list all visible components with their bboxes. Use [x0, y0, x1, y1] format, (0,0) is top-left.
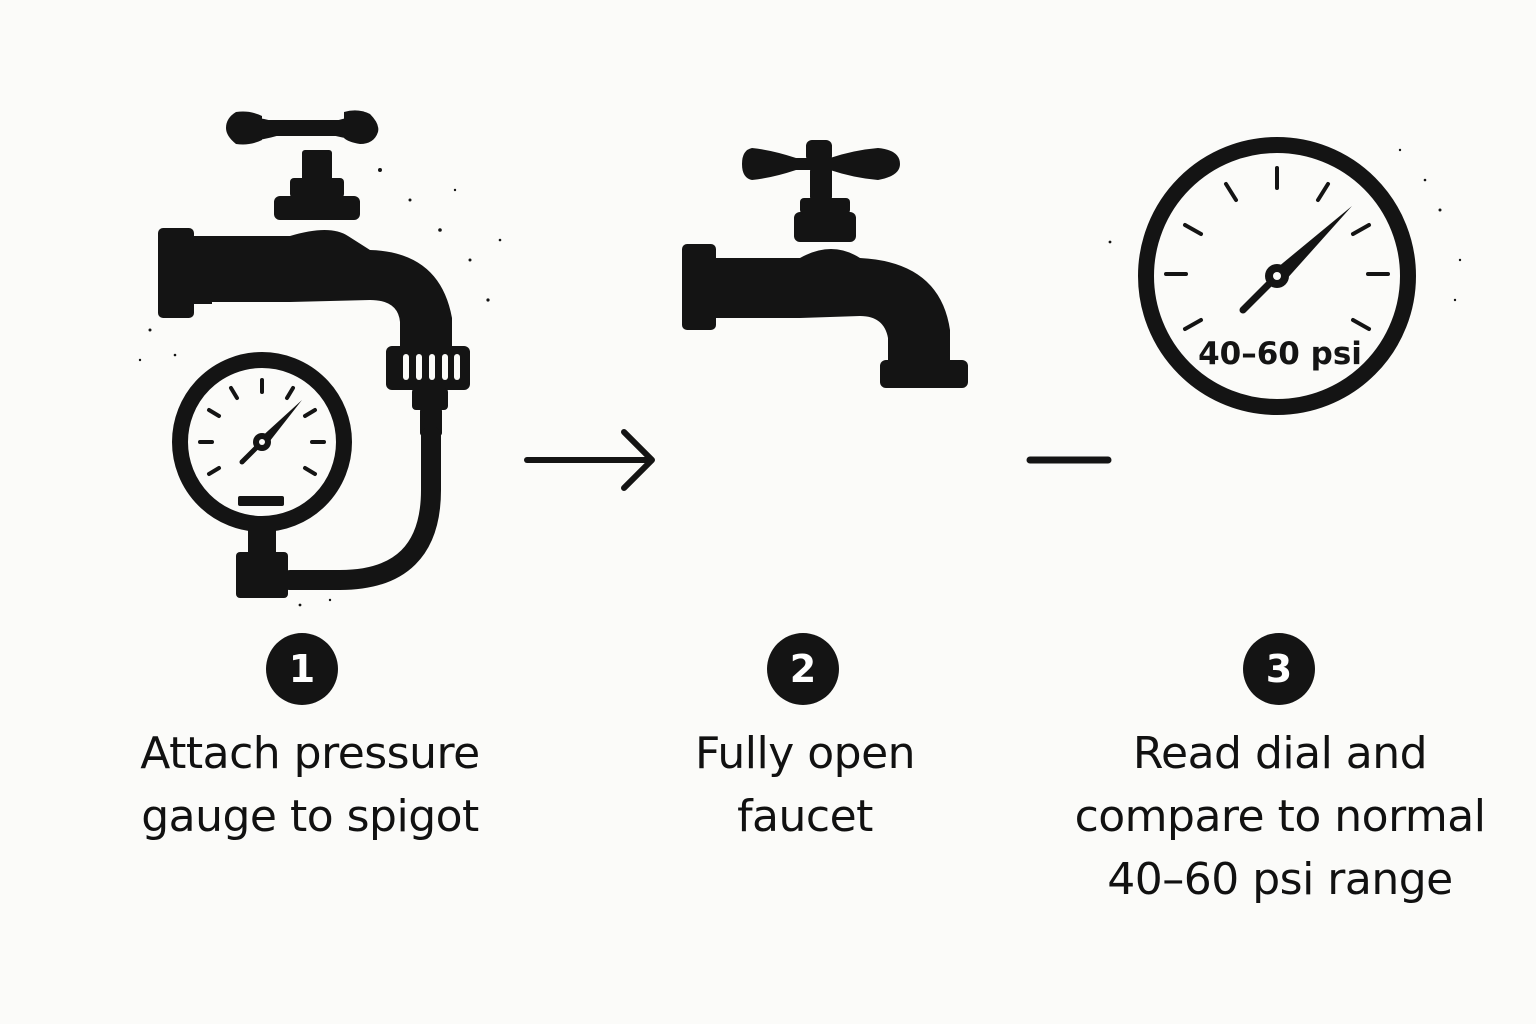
step-1-label: Attach pressure gauge to spigot	[60, 722, 560, 848]
faucet-icon	[682, 140, 968, 388]
faucet-with-pressure-gauge-icon	[138, 110, 502, 607]
step-3-label-line: 40–60 psi range	[1107, 854, 1453, 905]
step-1-number-badge: 1	[266, 633, 338, 705]
step-3-label: Read dial and compare to normal 40–60 ps…	[1040, 722, 1520, 911]
pressure-dial-icon: 40–60 psi	[1108, 137, 1462, 415]
speckle-texture	[1108, 148, 1462, 302]
step-2-label-line: Fully open	[694, 728, 916, 779]
step-1-label-line: gauge to spigot	[141, 791, 479, 842]
step-3-number-badge: 3	[1243, 633, 1315, 705]
dial-range-label: 40–60 psi	[1198, 336, 1362, 372]
speckle-texture	[138, 168, 502, 607]
step-2-label: Fully open faucet	[610, 722, 1000, 848]
step-3-label-line: compare to normal	[1074, 791, 1486, 842]
step-2-label-line: faucet	[737, 791, 873, 842]
step-2-number-badge: 2	[767, 633, 839, 705]
arrow-right-icon	[524, 429, 655, 491]
step-3-label-line: Read dial and	[1132, 728, 1428, 779]
step-1-label-line: Attach pressure	[140, 728, 480, 779]
